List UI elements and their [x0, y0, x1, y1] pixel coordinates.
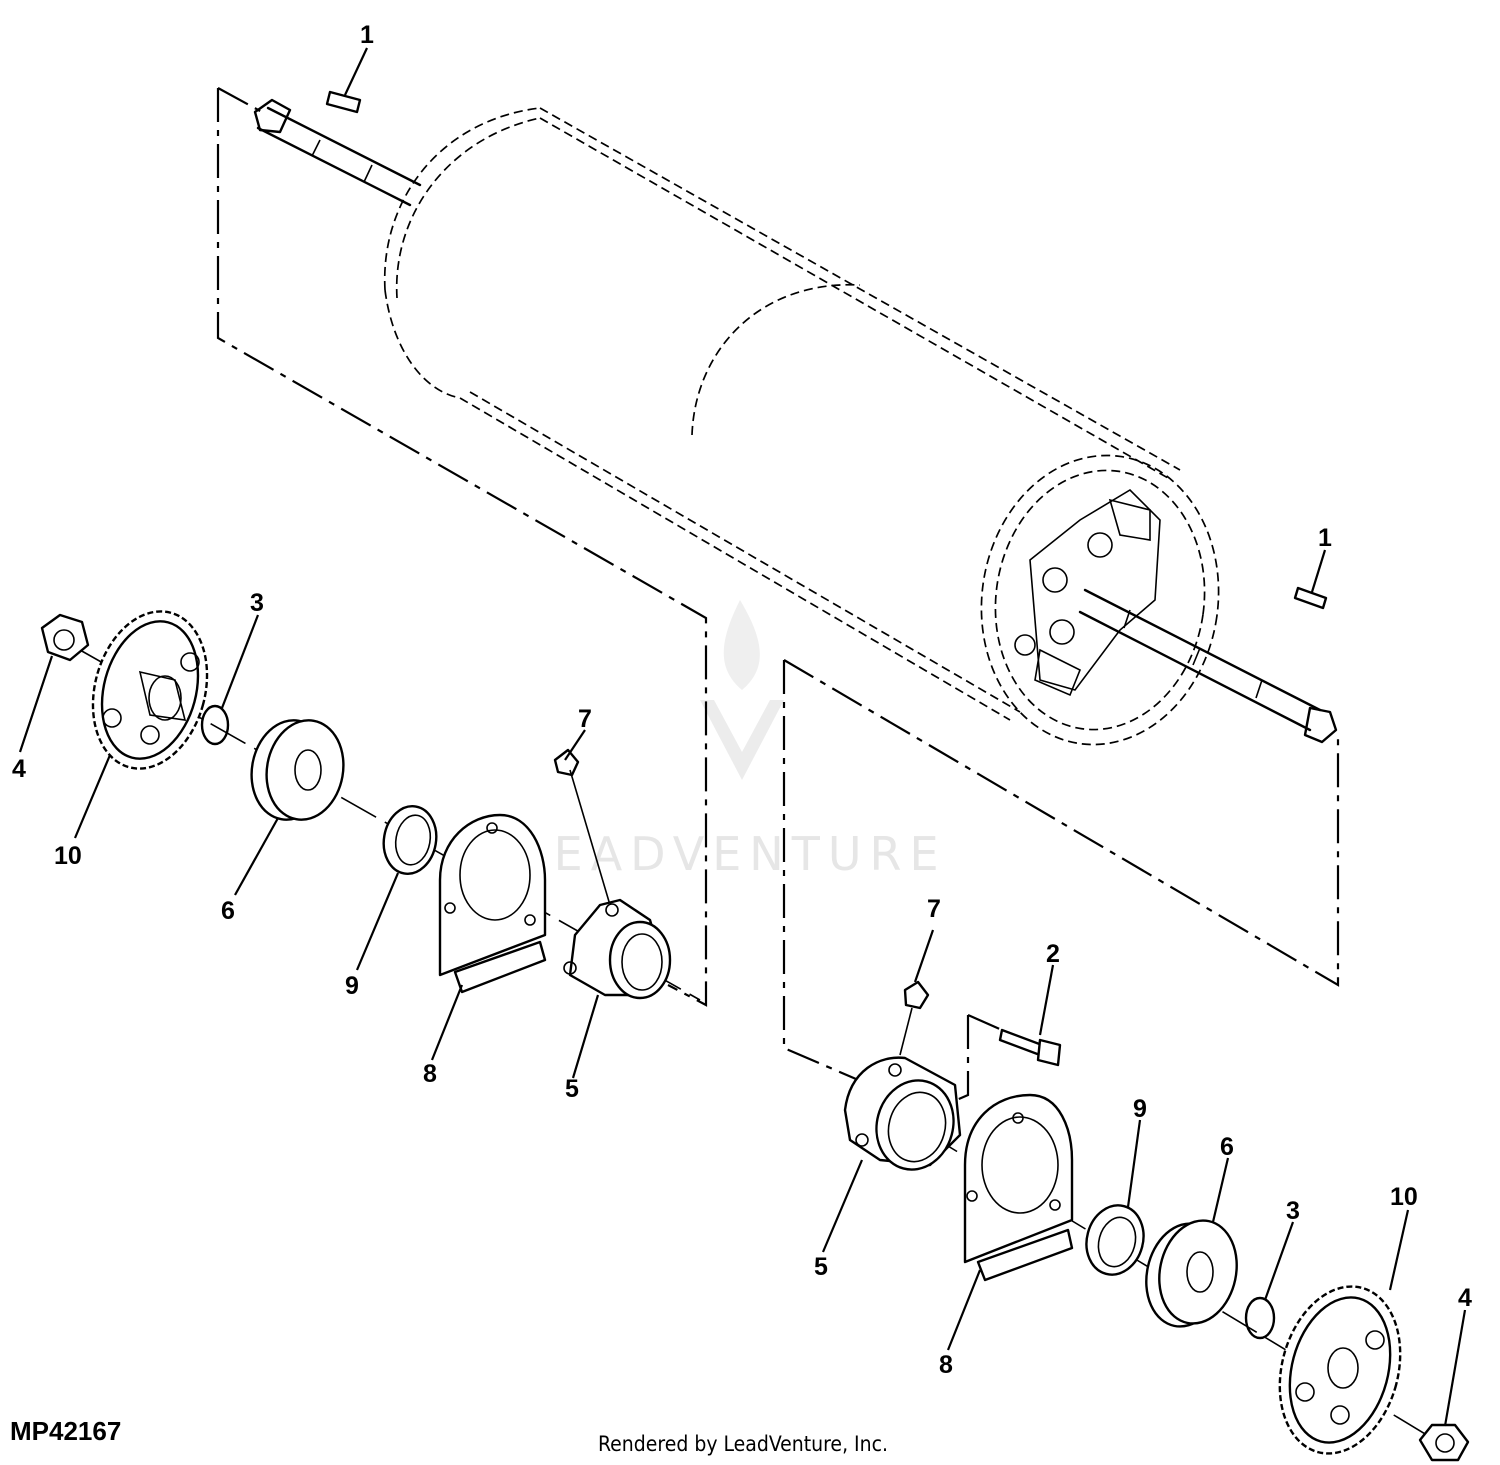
leader-lines: [18, 47, 1467, 1427]
sprocket-part-10-right: [1278, 1285, 1402, 1455]
phantom-lines: [216, 87, 1340, 1107]
flange-nut-part-4-right: [1418, 1423, 1470, 1462]
callout-3-right: 3: [1286, 1197, 1300, 1225]
callout-8-right: 8: [939, 1351, 953, 1379]
callout-5-right: 5: [814, 1253, 828, 1281]
bearing-part-6-right: [1145, 1219, 1238, 1328]
roller-shaft-left: [253, 98, 422, 207]
render-credit: Rendered by LeadVenture, Inc.: [598, 1432, 888, 1456]
grease-fitting-part-7-left: [553, 748, 611, 906]
bearing-part-6-left: [250, 719, 345, 821]
callout-labels: 1 1 3 4 10 6 9 7 8 5 7 2 9 6 10 3 5 8 4: [12, 21, 1472, 1379]
callout-4-right: 4: [1458, 1284, 1472, 1312]
bearing-housing-part-5-right: [843, 1056, 962, 1171]
callout-1-top: 1: [360, 21, 374, 49]
plate-part-8-right: [963, 1093, 1074, 1282]
callout-1-right: 1: [1318, 524, 1332, 552]
flange-nut-part-4-left: [40, 613, 90, 662]
callout-4-left: 4: [12, 755, 26, 783]
figure-id: MP42167: [10, 1416, 121, 1446]
snap-ring-part-3-right: [1244, 1296, 1276, 1340]
callout-6-left: 6: [221, 897, 235, 925]
callout-6-right: 6: [1220, 1133, 1234, 1161]
watermark-text: LEADVENTURE: [520, 827, 947, 881]
seal-part-9-left: [382, 805, 438, 875]
roller-drum: [383, 107, 1220, 746]
bolt-part-2-right: [998, 1028, 1062, 1067]
callout-3-left: 3: [250, 589, 264, 617]
callout-10-right: 10: [1390, 1183, 1418, 1211]
callout-8-left: 8: [423, 1060, 437, 1088]
roller-end-plate: [1014, 488, 1161, 697]
plate-part-8-left: [438, 813, 547, 994]
callout-2-right: 2: [1046, 940, 1060, 968]
snap-ring-part-3-left: [200, 704, 230, 746]
key-part-1-top: [325, 90, 362, 114]
callout-9-left: 9: [345, 972, 359, 1000]
callout-7-left: 7: [578, 705, 592, 733]
sprocket-part-10-left: [91, 610, 209, 770]
callout-10-left: 10: [54, 842, 82, 870]
key-part-1-right: [1293, 586, 1328, 610]
callout-7-right: 7: [927, 895, 941, 923]
roller-shaft-right: [1078, 588, 1338, 744]
grease-fitting-part-7-right: [899, 980, 930, 1056]
seal-part-9-right: [1085, 1204, 1145, 1276]
callout-9-right: 9: [1133, 1095, 1147, 1123]
callout-5-left: 5: [565, 1075, 579, 1103]
bearing-housing-part-5-left: [563, 898, 672, 1000]
watermark-logo: LEADVENTURE: [520, 600, 947, 881]
